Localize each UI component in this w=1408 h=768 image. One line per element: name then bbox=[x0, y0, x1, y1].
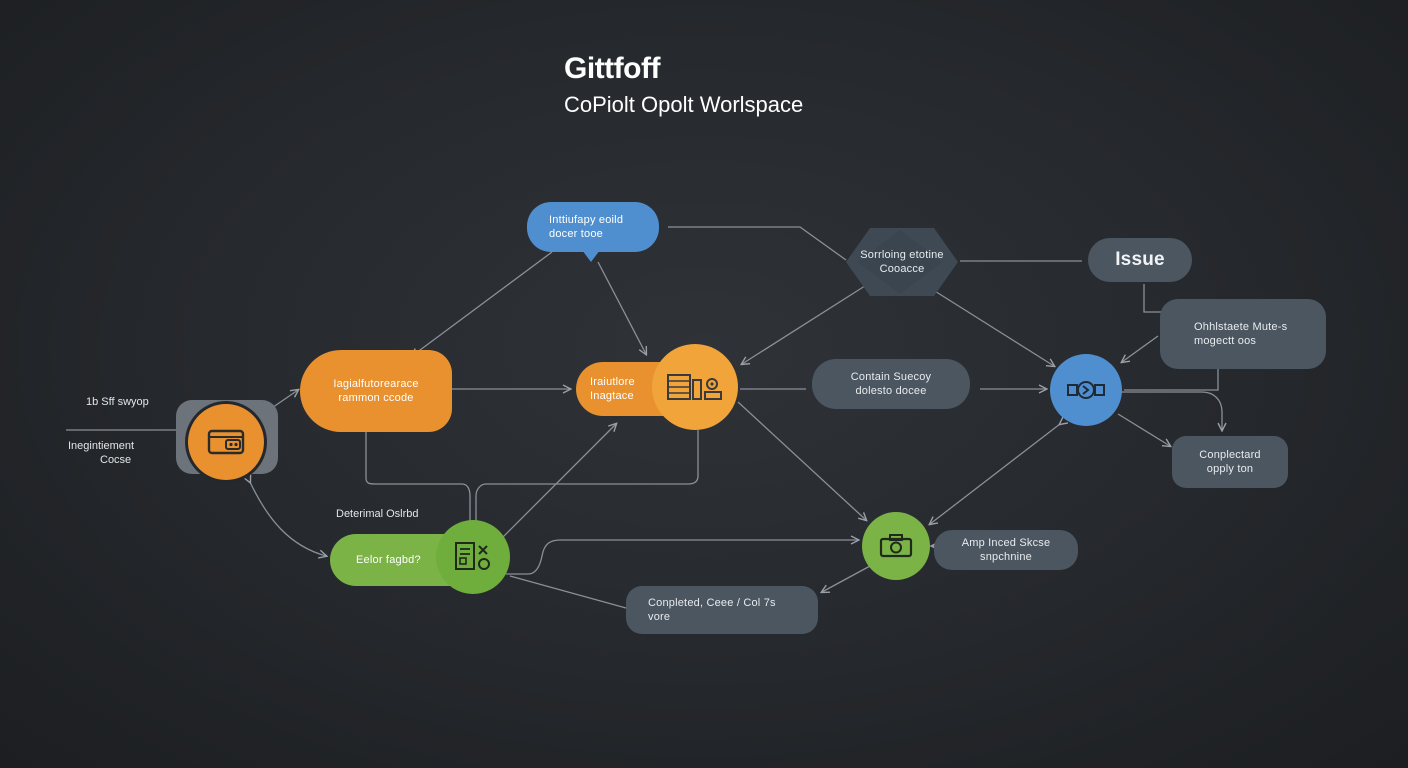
green-left-circle bbox=[436, 520, 510, 594]
green-camera-circle bbox=[862, 512, 930, 580]
orange-left-line1: Iagialfutorearace bbox=[333, 378, 419, 390]
orchestrate-line1: Ohhlstaete Mute-s bbox=[1194, 321, 1288, 333]
amp-line1: Amp Inced Skcse bbox=[961, 537, 1051, 549]
edge-issue-to-orchestrate bbox=[1143, 284, 1162, 313]
camera-icon bbox=[879, 534, 913, 558]
merge-cog-icon bbox=[1067, 381, 1105, 399]
edge-blue-to-completed-2 bbox=[1117, 413, 1170, 446]
completed-bottom-line1: Conpleted, Ceee / Col 7s bbox=[648, 597, 776, 609]
orchestrate-line2: mogectt oos bbox=[1194, 335, 1257, 347]
edge-blue-to-completed bbox=[1120, 391, 1222, 430]
completed-bottom-line2: vore bbox=[648, 611, 671, 623]
edge-bubble-to-orange-left bbox=[412, 251, 553, 356]
edge-blue-to-camera bbox=[930, 424, 1060, 524]
edge-camera-to-completed bbox=[822, 565, 871, 592]
edge-hexagon-to-blue bbox=[929, 287, 1054, 366]
diagram-title: Gittfoff bbox=[564, 52, 660, 85]
edge-hexagon-to-orange-mid bbox=[742, 283, 869, 364]
edge-card-to-green bbox=[250, 482, 326, 556]
orange-left-node: Iagialfutorearace rammon ccode bbox=[300, 350, 452, 432]
orange-left-line2: rammon ccode bbox=[338, 392, 414, 404]
speech-bubble-line1: Inttiufapy eoild bbox=[549, 214, 624, 226]
edge-green-to-camera bbox=[506, 540, 858, 575]
orange-mid-line2: Inagtace bbox=[590, 390, 634, 402]
left-card-circle bbox=[188, 404, 264, 480]
speech-bubble-node: Inttiufapy eoild docer tooe bbox=[527, 202, 659, 252]
hexagon-line1: Sorrloing etotine bbox=[860, 249, 944, 261]
contain-line1: Contain Suecoy bbox=[850, 371, 932, 383]
hexagon-line2: Cooacce bbox=[879, 263, 925, 275]
completed-bottom-node: Conpleted, Ceee / Col 7s vore bbox=[626, 586, 818, 634]
edge-bubble-to-hexagon bbox=[668, 226, 847, 261]
amp-line2: snpchnine bbox=[980, 551, 1032, 563]
orange-mid-line1: Iraiutlore bbox=[590, 376, 635, 388]
edge-orange-mid-to-camera bbox=[737, 401, 866, 520]
edge-green-to-completed bbox=[509, 575, 627, 609]
green-left-label: Eelor fagbd? bbox=[356, 554, 421, 566]
completed-right-line2: opply ton bbox=[1206, 463, 1254, 475]
issue-node: Issue bbox=[1088, 238, 1192, 282]
completed-right-node: Conplectard opply ton bbox=[1172, 436, 1288, 488]
blue-circle-node bbox=[1050, 354, 1122, 426]
completed-right-line1: Conplectard bbox=[1199, 449, 1261, 461]
edge-orchestrate-to-blue bbox=[1122, 335, 1159, 362]
edge-orange-left-loop bbox=[365, 432, 471, 528]
issue-label: Issue bbox=[1115, 249, 1165, 270]
diagram-subtitle: CoPiolt Opolt Worlspace bbox=[564, 92, 804, 117]
left-mid-label-2: Cocse bbox=[100, 454, 132, 466]
orchestrate-node: Ohhlstaete Mute-s mogectt oos bbox=[1160, 299, 1326, 369]
edge-orange-mid-loop bbox=[475, 430, 699, 526]
amp-node: Amp Inced Skcse snpchnine bbox=[934, 530, 1078, 570]
wallet-icon bbox=[207, 429, 245, 455]
left-mid-label-1: Inegintiement bbox=[68, 440, 135, 452]
left-top-label: 1b Sff swyop bbox=[86, 396, 149, 408]
orange-mid-circle bbox=[652, 344, 738, 430]
hexagon-node bbox=[846, 228, 958, 296]
hexagon-label: Sorrloing etotine Cooacce bbox=[846, 246, 958, 278]
speech-bubble-tail bbox=[582, 250, 600, 262]
deterministic-label: Deterimal Oslrbd bbox=[336, 508, 419, 520]
document-tools-icon bbox=[455, 542, 490, 570]
edge-orchestrate-loop bbox=[1124, 368, 1219, 391]
contain-line2: dolesto docee bbox=[855, 385, 927, 397]
edge-green-to-orange-mid bbox=[499, 424, 616, 541]
contain-node: Contain Suecoy dolesto docee bbox=[812, 359, 970, 409]
edge-bubble-to-orange-mid bbox=[597, 261, 646, 354]
server-gear-icon bbox=[667, 374, 722, 400]
speech-bubble-line2: docer tooe bbox=[549, 228, 603, 240]
